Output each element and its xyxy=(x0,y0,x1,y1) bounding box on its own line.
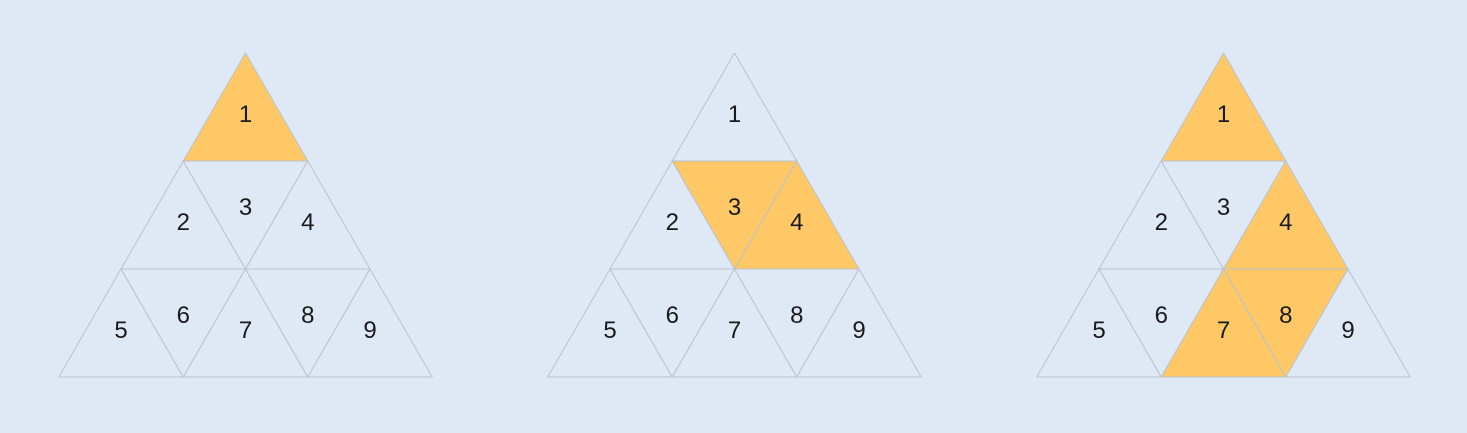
cell-label-6: 6 xyxy=(1155,302,1168,329)
panel-3: 1 2 3 4 5 6 7 8 9 xyxy=(1036,52,1411,378)
cell-label-6: 6 xyxy=(177,302,190,329)
cell-label-1: 1 xyxy=(239,101,252,128)
cell-label-8: 8 xyxy=(1279,302,1292,329)
cell-label-2: 2 xyxy=(666,209,679,236)
cell-label-4: 4 xyxy=(301,209,314,236)
cell-label-9: 9 xyxy=(852,317,865,344)
cell-label-4: 4 xyxy=(1279,209,1292,236)
cell-label-7: 7 xyxy=(1217,317,1230,344)
cell-label-5: 5 xyxy=(1092,317,1105,344)
triangle-cell-9 xyxy=(1285,268,1411,378)
cell-label-8: 8 xyxy=(301,302,314,329)
triangle-cell-9 xyxy=(307,268,433,378)
cell-label-4: 4 xyxy=(790,209,803,236)
cell-label-3: 3 xyxy=(239,194,252,221)
cell-label-1: 1 xyxy=(728,101,741,128)
cell-label-9: 9 xyxy=(363,317,376,344)
cell-label-3: 3 xyxy=(728,194,741,221)
cell-label-7: 7 xyxy=(239,317,252,344)
triangle-cell-9 xyxy=(796,268,922,378)
cell-label-6: 6 xyxy=(666,302,679,329)
panel-1: 1 2 3 4 5 6 7 8 9 xyxy=(58,52,433,378)
panel-2: 1 2 3 4 5 6 7 8 9 xyxy=(547,52,922,378)
cell-label-1: 1 xyxy=(1217,101,1230,128)
cell-label-9: 9 xyxy=(1341,317,1354,344)
cell-label-7: 7 xyxy=(728,317,741,344)
cell-label-8: 8 xyxy=(790,302,803,329)
cell-label-3: 3 xyxy=(1217,194,1230,221)
cell-label-5: 5 xyxy=(603,317,616,344)
cell-label-2: 2 xyxy=(177,209,190,236)
cell-label-2: 2 xyxy=(1155,209,1168,236)
cell-label-5: 5 xyxy=(114,317,127,344)
